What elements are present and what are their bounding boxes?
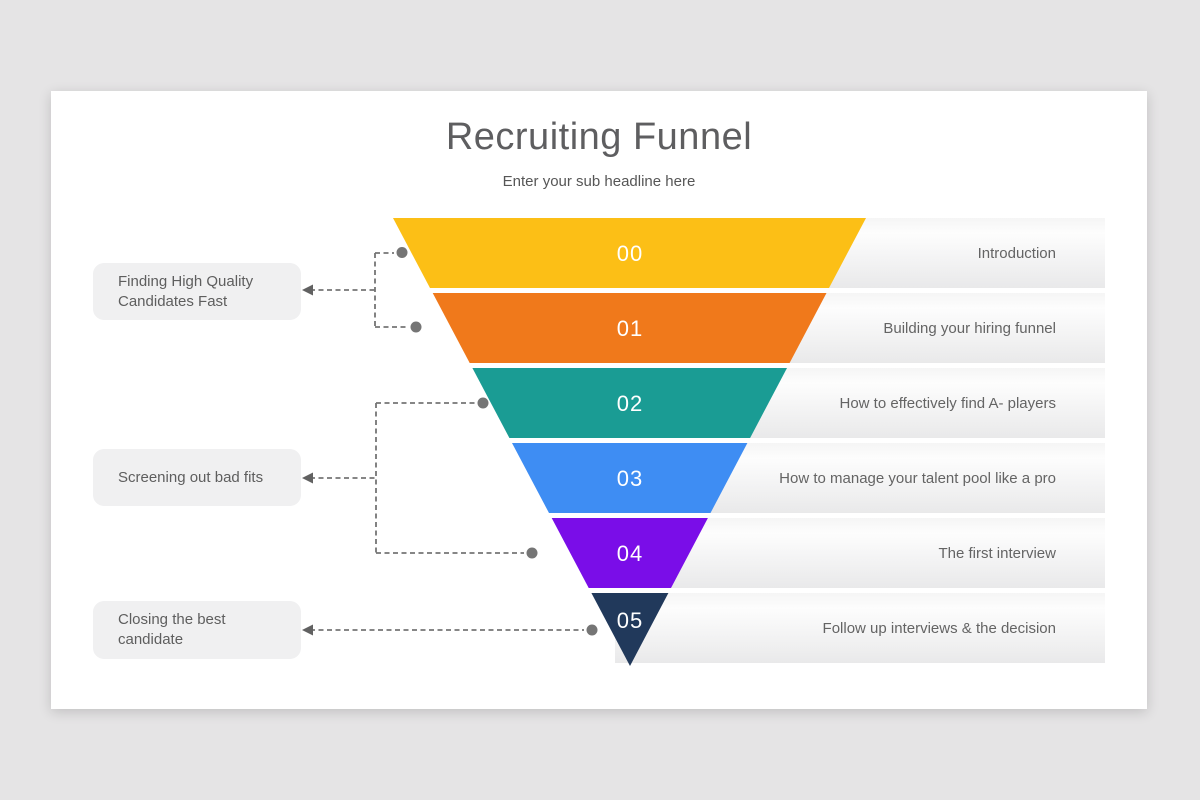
right-label: Building your hiring funnel <box>883 319 1056 337</box>
funnel-level-01-shape <box>432 293 827 363</box>
right-label: How to manage your talent pool like a pr… <box>779 469 1056 487</box>
page-title: Recruiting Funnel <box>445 116 753 158</box>
connector-dot <box>586 624 598 636</box>
funnel-level-00-number: 00 <box>617 241 643 266</box>
connector-dot <box>410 321 422 333</box>
callout-text: Screening out bad fits <box>118 468 264 486</box>
funnel-level-05-number: 05 <box>617 608 643 633</box>
arrow-left-icon <box>302 624 313 636</box>
connector-dot <box>396 247 408 258</box>
funnel-level-03-shape <box>512 443 748 513</box>
right-label-bar-follow-up: Follow up interviews & the decision <box>615 593 1105 663</box>
right-label: Follow up interviews & the decision <box>822 619 1056 637</box>
funnel-level-02-number: 02 <box>617 391 643 416</box>
callout-finding-candidates: Finding High Quality Candidates Fast <box>93 263 301 320</box>
funnel-level-04-shape <box>551 518 708 588</box>
funnel-level-04-number: 04 <box>617 541 643 566</box>
connector-candidates-fast <box>302 247 422 333</box>
connector-closing <box>302 624 598 636</box>
callout-screening: Screening out bad fits <box>93 449 301 506</box>
connector-screening <box>302 397 538 559</box>
callout-closing: Closing the best candidate <box>93 601 301 659</box>
connector-dot <box>477 397 489 409</box>
right-label: The first interview <box>938 544 1056 562</box>
callout-text: Closing the best candidate <box>118 611 226 648</box>
funnel-level-01-number: 01 <box>617 316 643 341</box>
callout-text: Finding High Quality Candidates Fast <box>118 272 254 310</box>
funnel-level-00-shape <box>393 218 866 288</box>
arrow-left-icon <box>302 472 313 484</box>
right-label: How to effectively find A- players <box>839 394 1057 412</box>
page-subtitle: Enter your sub headline here <box>502 173 696 190</box>
funnel-level-05-shape <box>591 593 669 666</box>
connector-dot <box>526 547 538 559</box>
funnel-level-02-shape <box>472 368 787 438</box>
right-label: Introduction <box>977 244 1056 262</box>
funnel-level-03-number: 03 <box>617 466 643 491</box>
arrow-left-icon <box>302 284 313 296</box>
